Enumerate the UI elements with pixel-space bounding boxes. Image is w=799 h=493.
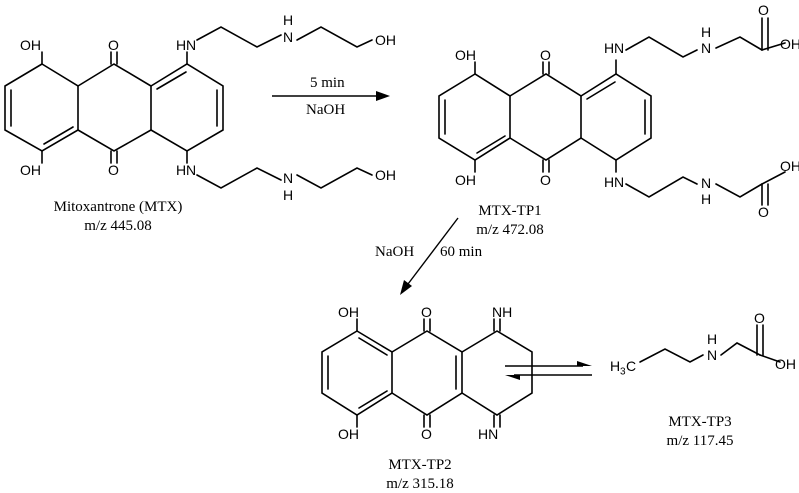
step1-time: 5 min — [310, 75, 345, 91]
equilibrium-reverse-head — [505, 375, 520, 380]
tp3-amine-h: H — [707, 331, 717, 347]
tp3-acid-o: O — [754, 310, 765, 326]
tp3-ch3-h: H — [610, 358, 620, 374]
tp2-oh-top: OH — [338, 304, 359, 320]
step1-reagent: NaOH — [306, 102, 345, 118]
mtx-mz: m/z 445.08 — [84, 218, 152, 234]
tp1-amine-top-n: N — [701, 40, 711, 56]
mtx-nh-top-h: H — [176, 37, 186, 53]
mtx-amine-top-h: H — [283, 12, 293, 28]
tp2-structure: OH OH O O NH HN — [321, 304, 533, 442]
tp1-amine-top-h: H — [701, 24, 711, 40]
mtx-oh-top: OH — [20, 37, 41, 53]
tp1-name: MTX-TP1 — [478, 203, 541, 219]
mtx-nh-bottom-n: N — [186, 162, 196, 178]
mtx-oh-bottom: OH — [20, 162, 41, 178]
step2-reagent: NaOH — [375, 244, 414, 260]
tp1-nh-bottom-h: H — [604, 174, 614, 190]
tp1-nh-top-n: N — [614, 40, 624, 56]
mtx-nh-bottom-h: H — [176, 162, 186, 178]
tp3-name: MTX-TP3 — [668, 414, 731, 430]
tp3-ch3-sub: 3 — [620, 367, 626, 378]
tp2-imine-top: NH — [492, 304, 512, 320]
tp1-mz: m/z 472.08 — [476, 222, 544, 238]
tp1-amine-bottom-h: H — [701, 191, 711, 207]
tp1-amine-bottom-n: N — [701, 175, 711, 191]
mtx-name: Mitoxantrone (MTX) — [54, 199, 183, 215]
tp1-acid-oh-bottom: OH — [780, 158, 799, 174]
tp3-acid-oh: OH — [775, 356, 796, 372]
reaction-arrow-2-head — [400, 280, 412, 295]
mtx-oh-end-bottom: OH — [375, 167, 396, 183]
tp1-structure: OH OH O O H N H N H N N H O OH O OH — [438, 2, 799, 220]
mtx-carbonyl-o-bottom: O — [108, 162, 119, 178]
tp1-nh-bottom-n: N — [614, 174, 624, 190]
tp1-acid-o-bottom: O — [758, 204, 769, 220]
mtx-nh-top-n: N — [186, 37, 196, 53]
tp2-imine-bottom: HN — [478, 426, 498, 442]
mtx-amine-bottom-n: N — [283, 170, 293, 186]
equilibrium-forward-head — [577, 361, 592, 366]
tp2-name: MTX-TP2 — [388, 457, 451, 473]
tp3-mz: m/z 117.45 — [667, 433, 734, 449]
tp3-structure: H 3 C H N O OH — [610, 310, 796, 378]
mtx-amine-bottom-h: H — [283, 187, 293, 203]
mtx-oh-end-top: OH — [375, 32, 396, 48]
tp2-mz: m/z 315.18 — [386, 476, 454, 492]
tp1-acid-oh-top: OH — [780, 36, 799, 52]
tp1-carbonyl-o-bottom: O — [540, 172, 551, 188]
mtx-carbonyl-o-top: O — [108, 37, 119, 53]
tp2-carbonyl-o-top: O — [421, 304, 432, 320]
tp2-oh-bottom: OH — [338, 426, 359, 442]
step2-time: 60 min — [440, 244, 483, 260]
tp3-ch3-c: C — [626, 358, 636, 374]
reaction-arrow-1-head — [376, 91, 390, 101]
tp1-acid-o-top: O — [758, 2, 769, 18]
reaction-arrow-2 — [407, 217, 459, 285]
tp3-amine-n: N — [707, 347, 717, 363]
mtx-structure: OH OH O O H N H N H N N H OH OH — [4, 12, 396, 203]
tp1-oh-top: OH — [455, 47, 476, 63]
tp2-carbonyl-o-bottom: O — [421, 426, 432, 442]
tp1-nh-top-h: H — [604, 40, 614, 56]
tp1-carbonyl-o-top: O — [540, 47, 551, 63]
mtx-amine-top-n: N — [283, 29, 293, 45]
tp1-oh-bottom: OH — [455, 172, 476, 188]
